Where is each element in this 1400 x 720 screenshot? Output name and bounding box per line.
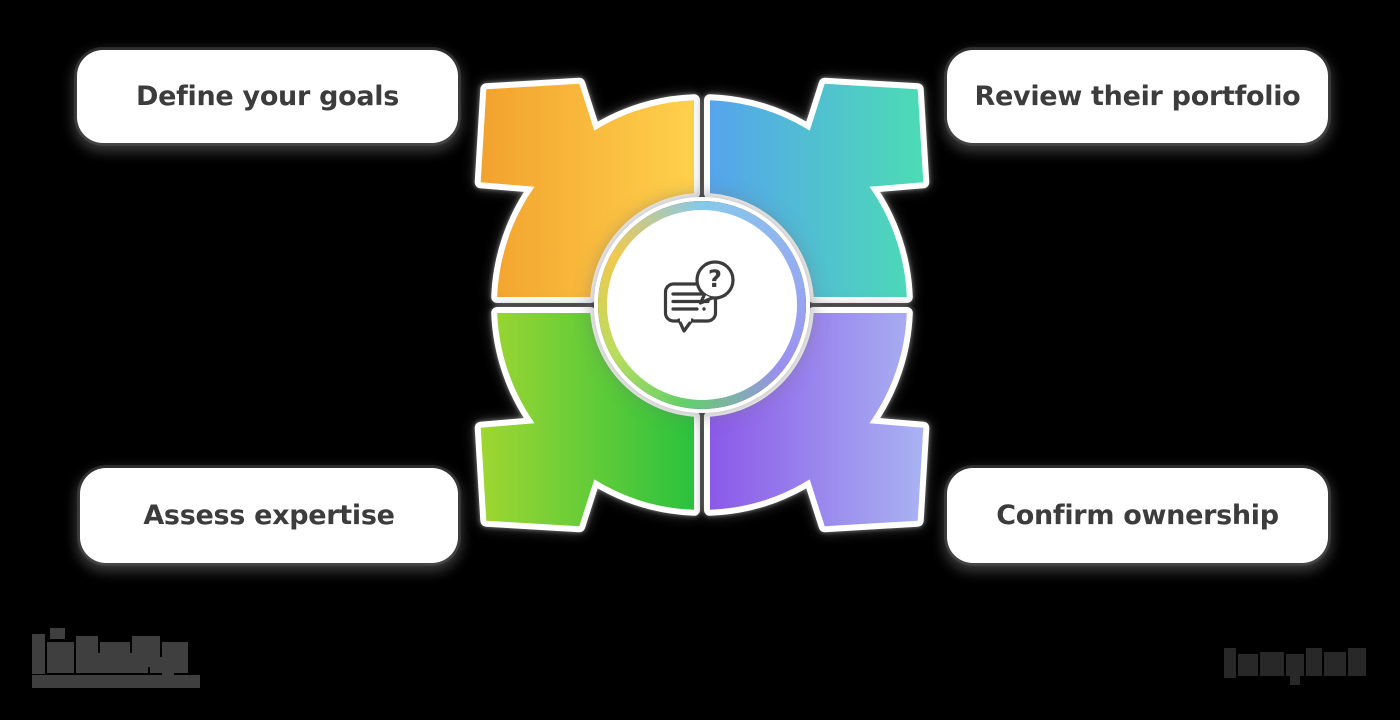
center-hub: ? (598, 201, 806, 409)
chat-question-icon: ? (663, 260, 735, 333)
step-card-confirm-ownership: Confirm ownership (947, 468, 1328, 563)
step-card-review-portfolio: Review their portfolio (947, 50, 1328, 143)
center-hub-circle (607, 210, 797, 400)
redacted-logo-right (1224, 648, 1366, 685)
step-label-review-portfolio: Review their portfolio (974, 81, 1301, 112)
step-card-define-goals: Define your goals (77, 50, 458, 143)
step-label-assess-expertise: Assess expertise (143, 500, 395, 531)
redacted-logo-left (32, 628, 200, 688)
step-card-assess-expertise: Assess expertise (80, 468, 458, 563)
step-label-confirm-ownership: Confirm ownership (996, 500, 1279, 531)
question-mark-glyph: ? (708, 265, 722, 293)
step-label-define-goals: Define your goals (135, 81, 400, 112)
